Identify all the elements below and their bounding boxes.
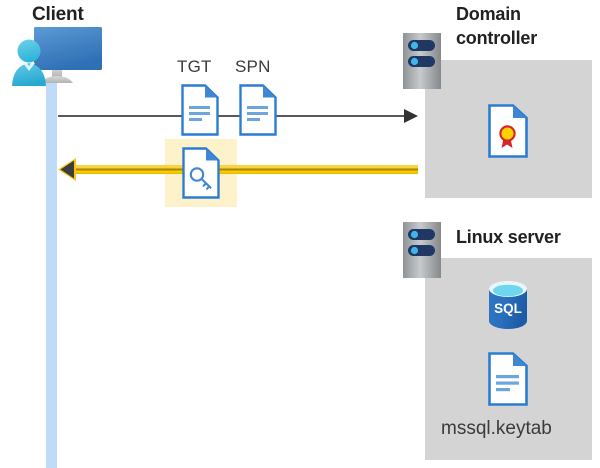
- keytab-document-icon: [488, 352, 528, 406]
- request-arrow: [58, 106, 418, 126]
- spn-label: SPN: [235, 57, 271, 76]
- domain-controller-title: Domain controller: [456, 4, 538, 49]
- keytab-filename-label: mssql.keytab: [441, 418, 552, 439]
- client-lifeline: [46, 78, 57, 468]
- response-arrow: [58, 158, 418, 182]
- server-icon: [403, 222, 441, 278]
- tgt-document-icon: [181, 84, 219, 136]
- client-title: Client: [32, 4, 84, 25]
- certificate-document-icon: [488, 104, 528, 158]
- server-icon: [403, 33, 441, 89]
- document-key-icon: [182, 147, 220, 199]
- tgt-label: TGT: [177, 57, 212, 76]
- spn-document-icon: [239, 84, 277, 136]
- sql-database-icon: SQL: [486, 281, 530, 329]
- linux-server-title: Linux server: [456, 227, 561, 247]
- user-with-monitor-icon: [8, 24, 114, 90]
- sql-database-label: SQL: [494, 301, 522, 316]
